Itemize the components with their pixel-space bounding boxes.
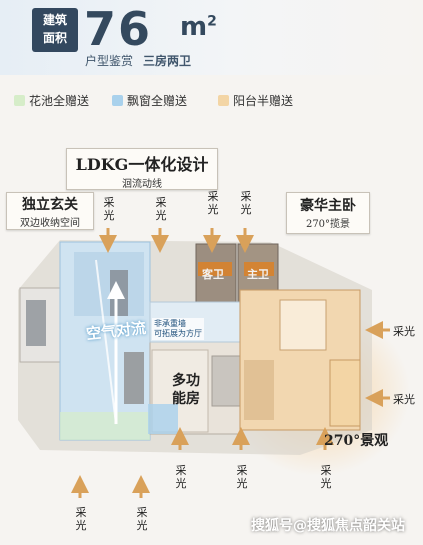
light-label: 采光 <box>393 325 415 338</box>
legend-item-bay: 飘窗全赠送 <box>112 92 187 109</box>
ldkg-callout: LDKG一体化设计 洄流动线 <box>66 148 218 190</box>
view-270-label: 270°景观 <box>324 433 389 449</box>
bath-guest-label-bg <box>198 262 232 276</box>
legend-swatch <box>14 95 25 106</box>
bay-window <box>148 404 178 434</box>
foyer-title: 独立玄关 <box>22 197 78 213</box>
legend-item-balcony: 阳台半赠送 <box>218 92 293 109</box>
multi-room-label: 多功能房 <box>172 373 200 407</box>
ldkg-title: LDKG一体化设计 <box>75 155 209 174</box>
legend-item-flower: 花池全赠送 <box>14 92 89 109</box>
dining-zone <box>74 252 144 316</box>
light-label: 采光 <box>175 464 187 490</box>
kitchen-counter <box>110 270 128 316</box>
wall-note: 非承重墙可拓展为方厅 <box>152 318 204 340</box>
master-wardrobe <box>244 360 274 420</box>
sofa <box>124 352 144 404</box>
legend-swatch <box>218 95 229 106</box>
flower-bed <box>60 412 150 440</box>
light-label: 采光 <box>240 190 252 216</box>
area-number: 76 <box>84 2 153 56</box>
master-bed <box>279 299 327 351</box>
light-label: 采光 <box>136 506 148 532</box>
watermark: 搜狐号@搜狐焦点韶关站 <box>251 518 405 534</box>
foyer-callout: 独立玄关 双边收纳空间 <box>6 192 94 230</box>
foyer-cabinet <box>26 300 46 346</box>
light-label: 采光 <box>320 464 332 490</box>
bath-guest-label: 客卫 <box>202 268 224 281</box>
master-callout: 豪华主卧 270°揽景 <box>286 192 370 234</box>
area-tag-line1: 建筑 <box>42 13 67 27</box>
master-subtitle: 270°揽景 <box>305 219 351 230</box>
light-label: 采光 <box>155 196 167 222</box>
light-label: 采光 <box>75 506 87 532</box>
area-tag: 建筑 面积 <box>32 8 78 52</box>
area-unit: m2 <box>180 12 217 42</box>
foyer-subtitle: 双边收纳空间 <box>20 218 80 229</box>
subtitle-layout: 三房两卫 <box>143 54 192 68</box>
light-label: 采光 <box>236 464 248 490</box>
bath-master-label-bg <box>244 262 274 276</box>
master-title: 豪华主卧 <box>300 198 356 214</box>
subtitle-floorplan: 户型鉴赏 <box>85 54 134 68</box>
ldkg-subtitle: 洄流动线 <box>122 179 162 190</box>
bath-master-label: 主卫 <box>247 268 269 281</box>
legend-swatch <box>112 95 123 106</box>
light-label: 采光 <box>393 393 415 406</box>
area-tag-line2: 面积 <box>42 31 67 45</box>
light-label: 采光 <box>103 196 115 222</box>
air-flow-arrow-down <box>95 259 117 425</box>
balcony <box>329 359 361 427</box>
light-label: 采光 <box>207 190 219 216</box>
